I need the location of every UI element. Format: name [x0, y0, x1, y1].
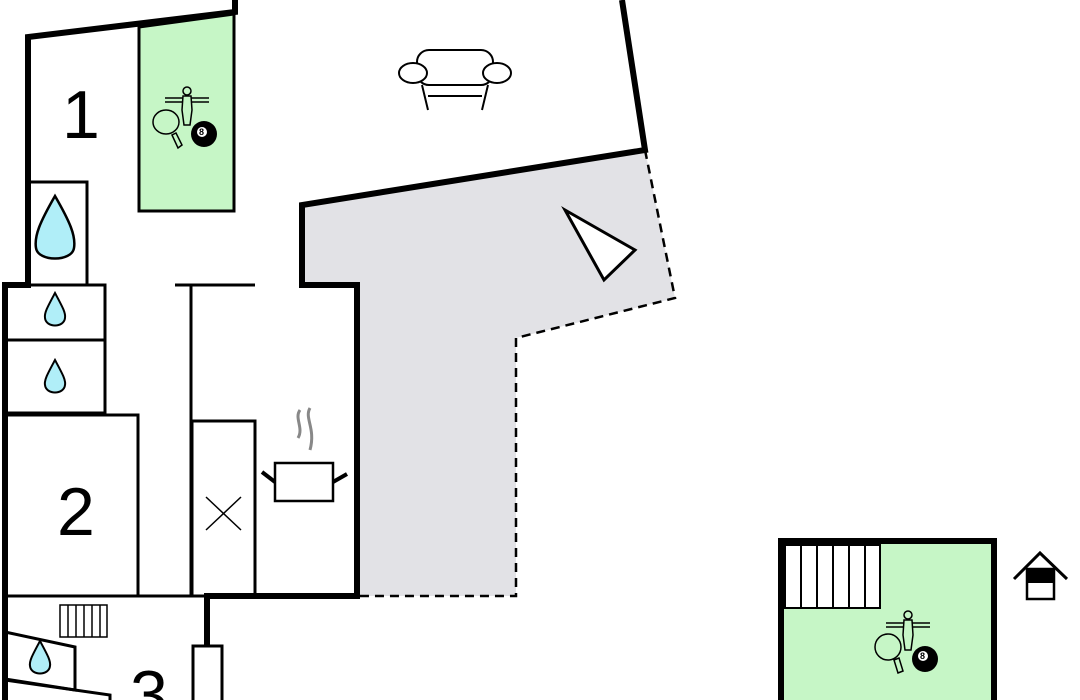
table-tennis-icon: [152, 109, 183, 150]
cooking-pot-icon: [260, 407, 348, 503]
stairs-icon: [784, 544, 881, 609]
water-drop-icon: [43, 290, 67, 327]
sofa-icon: [398, 49, 512, 111]
table-football-icon: [165, 86, 209, 126]
house-floor-icon: [1012, 550, 1069, 601]
room-3-label: 3: [130, 657, 168, 700]
room-2-label: 2: [57, 474, 95, 550]
activity-icons: 8: [874, 610, 938, 674]
terrace-marker-icon: [561, 206, 638, 283]
water-drop-icon: [34, 193, 76, 260]
billiard-ball-icon: 8: [191, 121, 217, 147]
kitchen-unit-icon: [205, 496, 242, 531]
radiator-icon: [59, 604, 108, 638]
room-1-label: 1: [62, 77, 100, 153]
svg-text:8: 8: [920, 651, 925, 661]
activity-icons: 8: [152, 86, 217, 150]
billiard-ball-icon: 8: [912, 646, 938, 672]
table-tennis-icon: [874, 633, 904, 674]
svg-text:8: 8: [199, 127, 204, 137]
water-drop-icon: [43, 357, 67, 394]
table-football-icon: [886, 610, 930, 651]
water-drop-icon: [28, 638, 52, 675]
terrace-area: [302, 150, 675, 596]
